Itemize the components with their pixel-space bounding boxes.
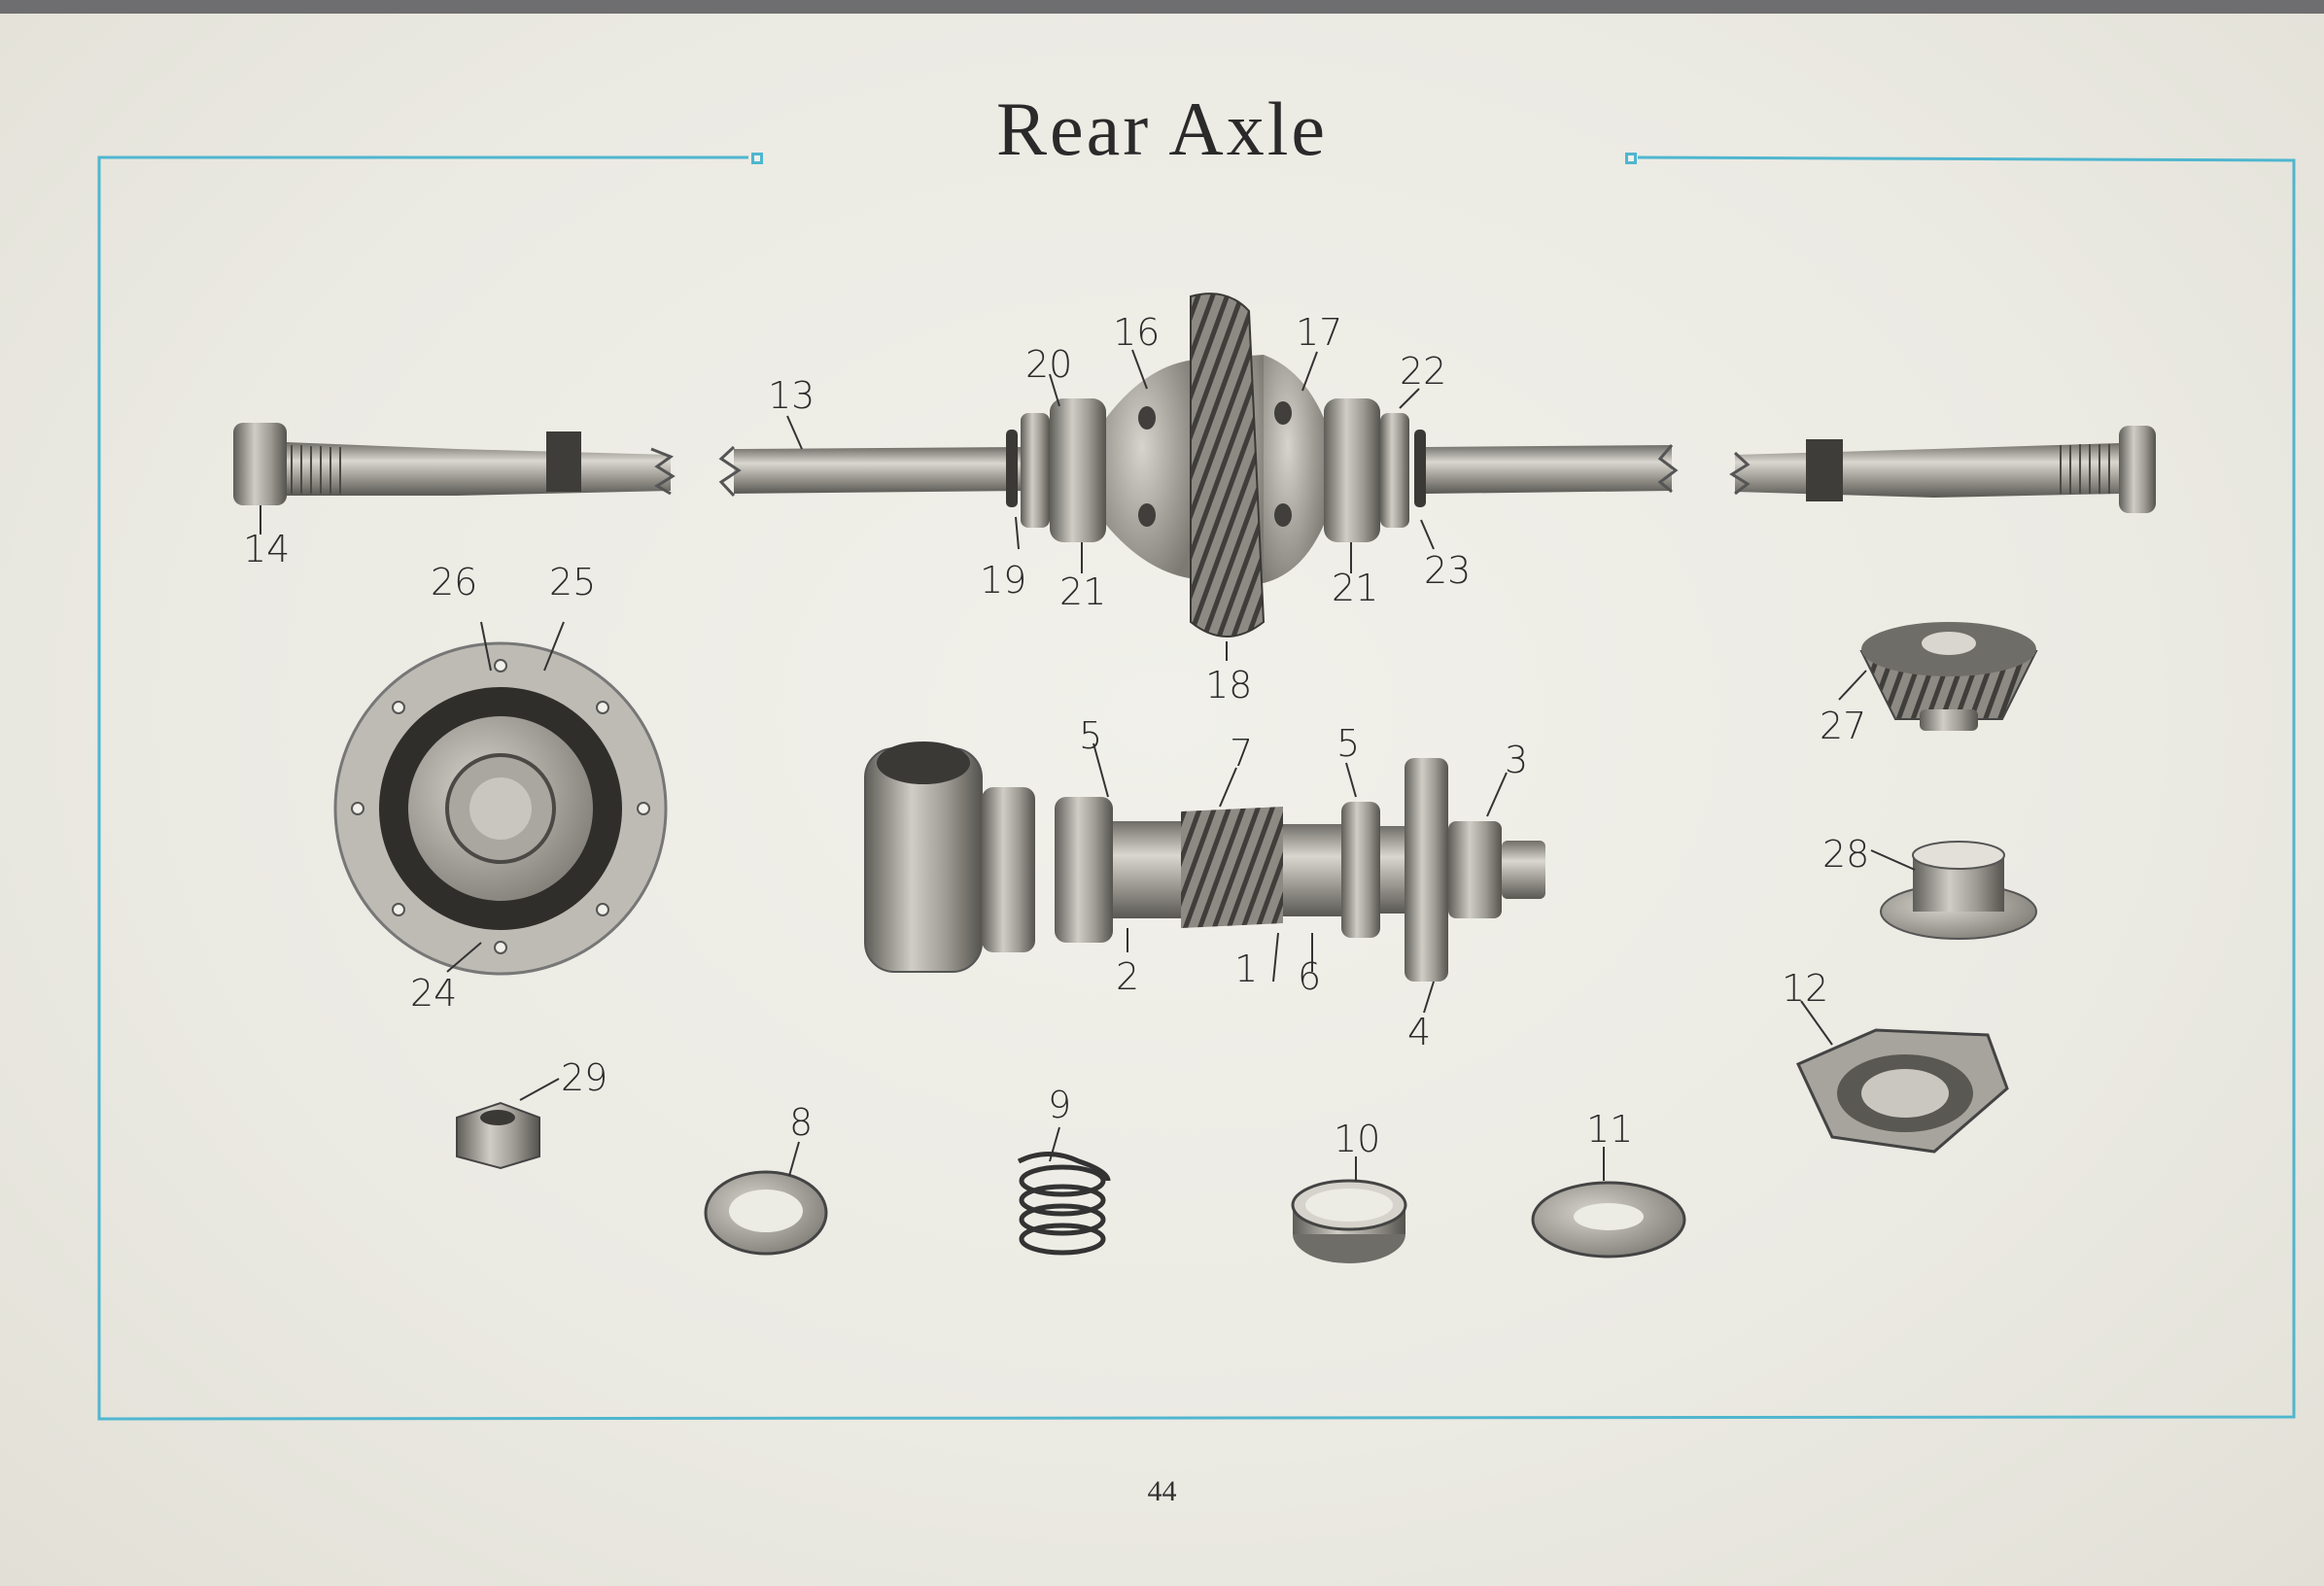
- part-label-16: 16: [1113, 311, 1160, 354]
- part-label-5a: 5: [1079, 714, 1102, 757]
- part-label-8: 8: [789, 1101, 813, 1144]
- part-label-18: 18: [1205, 664, 1252, 707]
- bevel-gear-illustration: [1859, 622, 2038, 731]
- bushing-28-illustration: [1880, 841, 2037, 940]
- part-label-10: 10: [1334, 1118, 1380, 1160]
- part-label-6: 6: [1298, 955, 1321, 998]
- page-title: Rear Axle: [995, 86, 1329, 171]
- part-label-21b: 21: [1332, 567, 1378, 609]
- differential-case-illustration: [333, 641, 668, 976]
- part-label-5b: 5: [1336, 722, 1360, 765]
- leader-lines: [260, 349, 1916, 1181]
- part-label-19: 19: [980, 559, 1026, 602]
- part-label-28: 28: [1822, 833, 1869, 876]
- part-label-17: 17: [1296, 311, 1342, 354]
- part-label-22: 22: [1400, 350, 1446, 393]
- center-shaft-differential-illustration: [718, 293, 1679, 638]
- washer-8-illustration: [704, 1170, 828, 1256]
- part-label-13: 13: [768, 374, 815, 417]
- blue-border-frame: [97, 153, 2296, 1421]
- part-label-21a: 21: [1059, 570, 1106, 613]
- part-label-12: 12: [1782, 967, 1828, 1010]
- part-label-11: 11: [1586, 1108, 1633, 1151]
- part-label-26: 26: [431, 561, 477, 603]
- spring-9-illustration: [1017, 1152, 1111, 1256]
- part-label-4: 4: [1407, 1011, 1431, 1053]
- part-label-14: 14: [243, 528, 290, 570]
- part-label-23: 23: [1424, 549, 1471, 592]
- part-label-25: 25: [549, 561, 596, 603]
- part-label-9: 9: [1048, 1084, 1071, 1126]
- left-axle-shaft-illustration: [233, 423, 676, 505]
- part-label-29: 29: [561, 1056, 607, 1099]
- right-axle-shaft-illustration: [1729, 426, 2156, 513]
- washer-11-illustration: [1531, 1181, 1686, 1258]
- part-label-3: 3: [1505, 739, 1528, 781]
- part-label-27: 27: [1820, 705, 1866, 747]
- ring-10-illustration: [1291, 1179, 1407, 1263]
- part-label-1: 1: [1234, 948, 1258, 990]
- page-number: 44: [1147, 1475, 1177, 1507]
- part-label-24: 24: [410, 972, 457, 1015]
- part-number-labels: 1 2 3 4 5 5 6 7 8 9 10 11 12 13 14 16 17…: [243, 311, 1869, 1160]
- nut-29-illustration: [456, 1101, 540, 1170]
- part-label-7: 7: [1230, 732, 1253, 775]
- part-label-20: 20: [1025, 343, 1072, 386]
- bearing-cap-12-illustration: [1795, 1028, 2009, 1154]
- pinion-shaft-assembly-illustration: [864, 741, 1545, 982]
- scan-top-edge: [0, 0, 2324, 14]
- part-label-2: 2: [1116, 955, 1139, 998]
